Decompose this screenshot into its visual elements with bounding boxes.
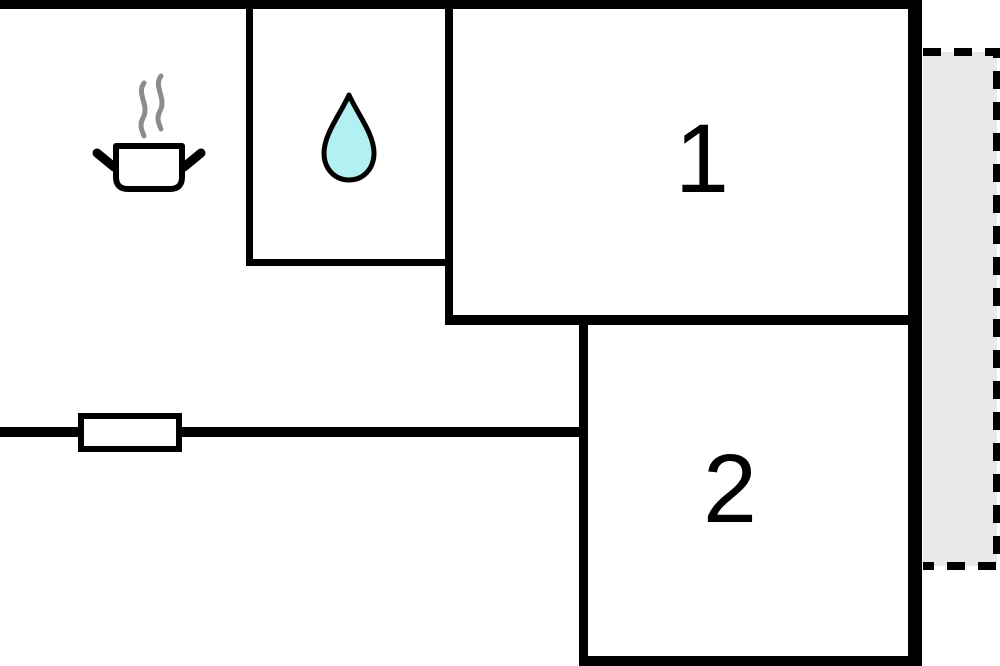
- room-1-label: 1: [675, 104, 729, 213]
- window: [78, 413, 182, 452]
- water-drop-icon: [321, 92, 377, 183]
- pot-left-handle: [92, 148, 119, 172]
- bathroom-left-wall: [246, 0, 253, 266]
- balcony-dashed-border: [923, 48, 1000, 570]
- room2-left-wall: [579, 315, 588, 666]
- room2-bottom-wall: [579, 656, 922, 666]
- bathroom-bottom-wall: [246, 259, 453, 266]
- steam-icon-right: [155, 73, 165, 132]
- right-wall: [908, 0, 922, 666]
- room-2-label: 2: [703, 434, 757, 543]
- pot-body: [113, 143, 185, 192]
- balcony-area: [923, 52, 997, 566]
- cooking-pot-icon: [92, 73, 206, 192]
- steam-icon-left: [138, 80, 148, 139]
- living-bottom-wall: [0, 427, 588, 437]
- room1-left-wall: [445, 0, 453, 325]
- top-wall: [0, 0, 922, 9]
- pot-right-handle: [179, 148, 206, 172]
- room1-bottom-wall: [445, 315, 922, 325]
